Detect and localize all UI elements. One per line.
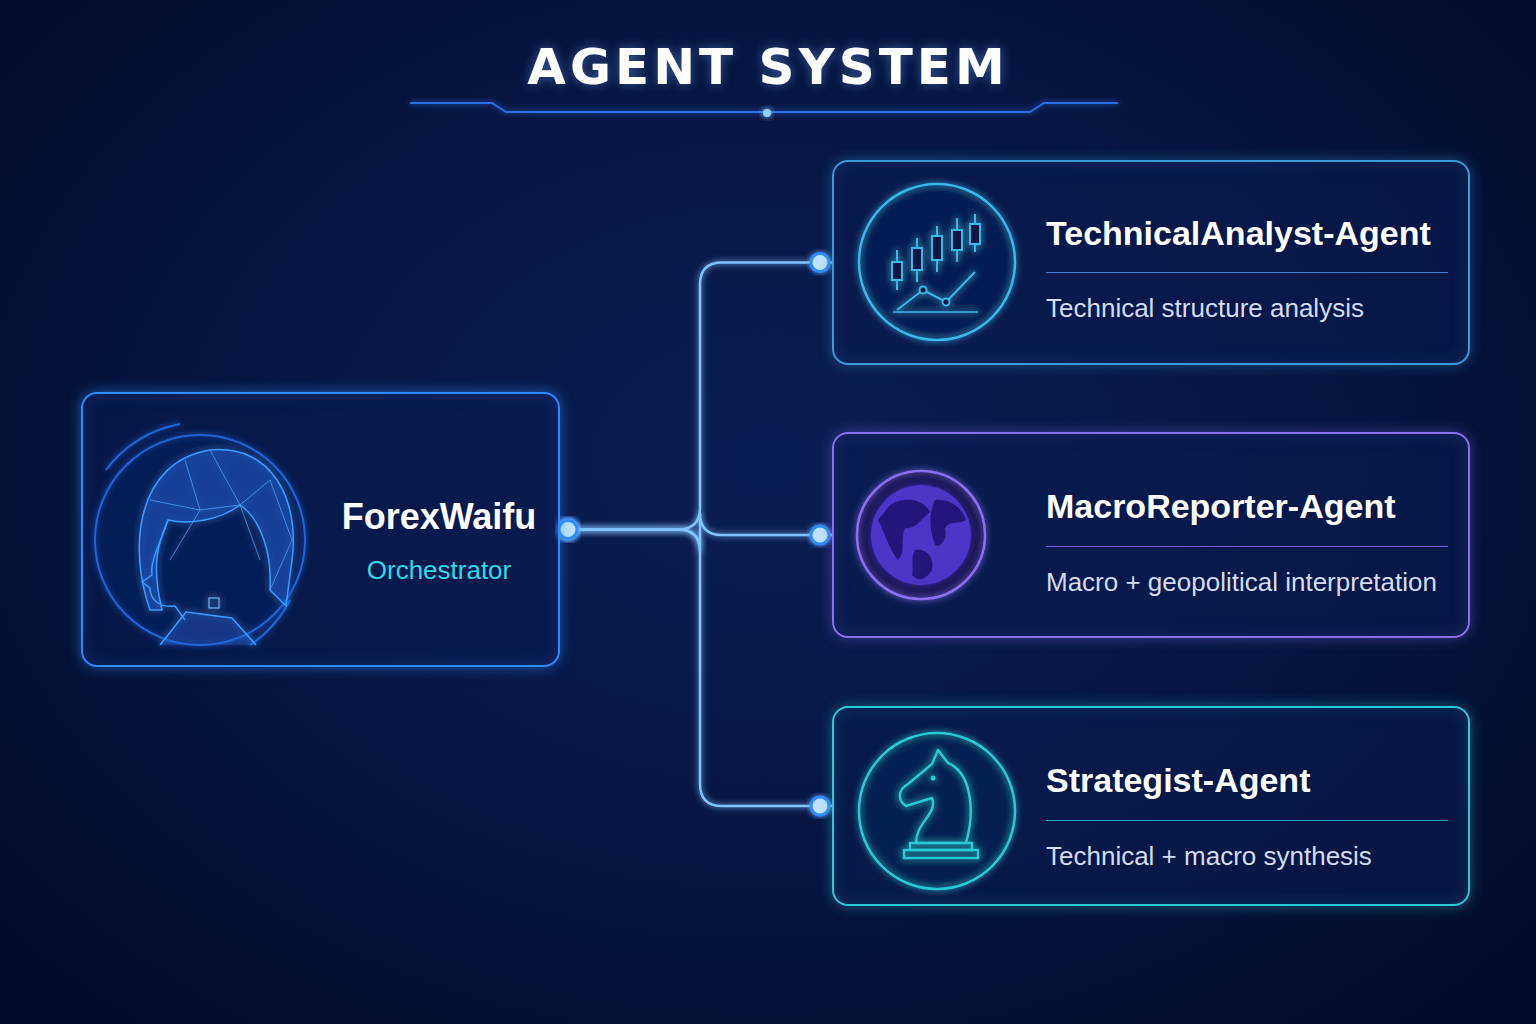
title-underline	[410, 103, 1118, 112]
orchestrator-box: ForexWaifuOrchestrator	[81, 392, 560, 667]
diagram-title: AGENT SYSTEM	[0, 38, 1536, 96]
node-subtitle: Macro + geopolitical interpretation	[1046, 566, 1466, 599]
node-subtitle: Orchestrator	[329, 554, 549, 587]
node-heading: ForexWaifu	[329, 494, 549, 539]
agent-box: TechnicalAnalyst-AgentTechnical structur…	[832, 160, 1470, 365]
connector-line	[560, 530, 832, 807]
agent-box: Strategist-AgentTechnical + macro synthe…	[832, 706, 1470, 906]
connector-dot	[811, 797, 829, 815]
node-subtitle: Technical structure analysis	[1046, 292, 1466, 325]
connector-dot	[559, 521, 577, 539]
connector-dot	[559, 521, 577, 539]
underline-dot	[763, 109, 771, 117]
node-heading: TechnicalAnalyst-Agent	[1046, 212, 1466, 255]
heading-divider	[1046, 272, 1448, 273]
heading-divider	[1046, 546, 1448, 547]
connector	[559, 254, 832, 539]
connector-dot	[559, 521, 577, 539]
node-subtitle: Technical + macro synthesis	[1046, 840, 1466, 873]
node-heading: Strategist-Agent	[1046, 759, 1466, 802]
node-heading: MacroReporter-Agent	[1046, 485, 1466, 528]
heading-divider	[1046, 820, 1448, 821]
connector-dot	[811, 254, 829, 272]
connector-line	[560, 263, 832, 530]
agent-box: MacroReporter-AgentMacro + geopolitical …	[832, 432, 1470, 638]
connector	[559, 521, 832, 816]
connector-dot	[811, 526, 829, 544]
connector	[559, 513, 832, 552]
connector-line	[560, 513, 832, 552]
